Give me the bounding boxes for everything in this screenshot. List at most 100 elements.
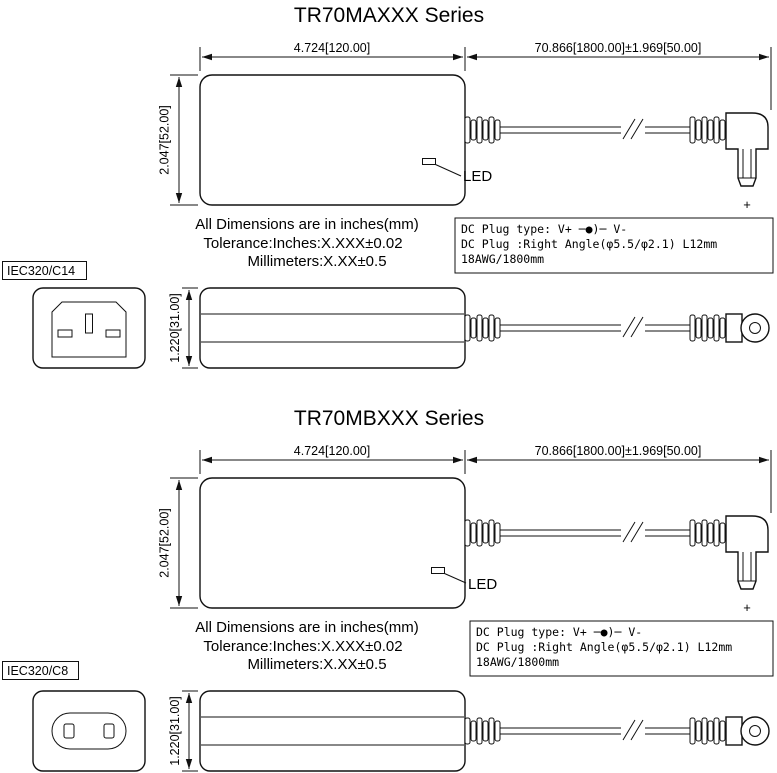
side-view-body [199, 690, 466, 772]
dim-cable-length-label: 70.866[1800.00]±1.969[50.00] [535, 41, 702, 55]
c8-face [51, 712, 127, 750]
cable-break-symbol [622, 521, 644, 543]
polarity-plus-mark: + [743, 197, 751, 212]
led-indicator [431, 567, 445, 574]
parting-lines [201, 313, 464, 343]
dim-body-width-label: 4.724[120.00] [294, 444, 370, 458]
c8-pin-hole-left [63, 723, 75, 739]
neutral-pin [105, 329, 121, 338]
adapter-body-top-view-a [199, 74, 466, 206]
extension-lines [182, 690, 198, 772]
c8-pin-hole-right [103, 723, 115, 739]
strain-relief-boot [689, 116, 726, 144]
iec-c8-inlet-drawing [32, 690, 146, 772]
strain-relief-boot [689, 519, 726, 547]
label-frame [2, 261, 87, 280]
dim-cable-length-b: 70.866[1800.00]±1.969[50.00] [467, 444, 772, 513]
cable-lines [645, 324, 690, 332]
strain-relief-boot [464, 314, 501, 342]
inlet-label-text: IEC320/C8 [7, 664, 68, 678]
dim-body-height-b: 2.047[52.00] [158, 477, 198, 609]
cable-assembly-side-b [464, 716, 770, 746]
strain-relief-boot [464, 717, 501, 745]
leader-line [444, 573, 467, 584]
cable-lines [645, 126, 690, 134]
note-line1: All Dimensions are in inches(mm) [195, 216, 418, 233]
strain-relief-boot [689, 314, 726, 342]
inlet-housing [32, 690, 146, 772]
iec-inlet-label-a: IEC320/C14 [2, 261, 87, 280]
dim-cable-length-a: 70.866[1800.00]±1.969[50.00] [467, 41, 772, 110]
cable-lines [500, 324, 621, 332]
cable-lines [500, 529, 621, 537]
extension-lines [182, 287, 198, 369]
extension-lines [199, 450, 466, 474]
cable-break-symbol [622, 118, 644, 140]
led-indicator [422, 158, 436, 165]
note-line1: All Dimensions are in inches(mm) [195, 619, 418, 636]
cable-assembly-top-b: + [464, 515, 769, 615]
series-b-title: TR70MBXXX Series [294, 407, 484, 430]
side-view-body [199, 287, 466, 369]
spec-box-frame [469, 620, 774, 677]
spec-line3: 18AWG/1800mm [476, 655, 559, 669]
dc-plug-right-angle [725, 112, 769, 187]
dc-plug-right-angle [725, 515, 769, 590]
dim-body-height-label: 2.047[52.00] [158, 508, 172, 578]
cable-lines [645, 529, 690, 537]
cable-break-symbol [622, 719, 644, 741]
dim-side-height-b: 1.220[31.00] [168, 690, 198, 772]
iec-c14-inlet-drawing [32, 287, 146, 369]
strain-relief-boot [464, 519, 501, 547]
dim-side-height-label: 1.220[31.00] [168, 696, 182, 766]
led-callout-a: LED [422, 158, 492, 185]
cable-break-symbol [622, 316, 644, 338]
led-label: LED [468, 576, 497, 593]
led-label: LED [463, 168, 492, 185]
dc-plug-spec-box-b: DC Plug type: V+ ─●)─ V- DC Plug :Right … [469, 620, 774, 677]
dim-body-width-label: 4.724[120.00] [294, 41, 370, 55]
notes-a: All Dimensions are in inches(mm) Toleran… [195, 216, 418, 270]
cable-lines [500, 126, 621, 134]
cable-assembly-side-a [464, 313, 770, 343]
note-line3: Millimeters:X.XX±0.5 [247, 656, 386, 673]
series-a: TR70MAXXX Series 4.724[120.00] 70.866[18… [2, 4, 774, 369]
dc-plug-side-view [725, 716, 770, 746]
iec-inlet-label-b: IEC320/C8 [2, 661, 79, 680]
spec-line1: DC Plug type: V+ ─●)─ V- [461, 222, 627, 236]
cable-lines [645, 727, 690, 735]
dc-plug-spec-box-a: DC Plug type: V+ ─●)─ V- DC Plug :Right … [454, 217, 774, 274]
dim-body-height-label: 2.047[52.00] [158, 105, 172, 175]
inlet-label-text: IEC320/C14 [7, 264, 75, 278]
series-b: TR70MBXXX Series 4.724[120.00] 70.866[18… [2, 407, 774, 772]
dim-side-height-a: 1.220[31.00] [168, 287, 198, 369]
spec-line2: DC Plug :Right Angle(φ5.5/φ2.1) L12mm [461, 237, 717, 251]
series-a-title: TR70MAXXX Series [294, 4, 484, 27]
note-line3: Millimeters:X.XX±0.5 [247, 253, 386, 270]
adapter-side-view-b: 1.220[31.00] [168, 690, 770, 772]
note-line2: Tolerance:Inches:X.XXX±0.02 [203, 638, 402, 655]
dim-side-height-label: 1.220[31.00] [168, 293, 182, 363]
dim-cable-length-label: 70.866[1800.00]±1.969[50.00] [535, 444, 702, 458]
cable-assembly-top-a: + [464, 112, 769, 212]
notes-b: All Dimensions are in inches(mm) Toleran… [195, 619, 418, 673]
dim-body-width-a: 4.724[120.00] [199, 41, 466, 71]
label-frame [2, 661, 79, 680]
c14-face [51, 301, 127, 358]
dim-body-height-a: 2.047[52.00] [158, 74, 198, 206]
cable-lines [500, 727, 621, 735]
adapter-body-top-view-b [199, 477, 466, 609]
extension-lines [170, 74, 198, 206]
parting-lines [201, 716, 464, 746]
note-line2: Tolerance:Inches:X.XXX±0.02 [203, 235, 402, 252]
spec-box-frame [454, 217, 774, 274]
dim-body-width-b: 4.724[120.00] [199, 444, 466, 474]
strain-relief-boot [464, 116, 501, 144]
extension-lines [170, 477, 198, 609]
spec-line3: 18AWG/1800mm [461, 252, 544, 266]
earth-pin [85, 313, 93, 334]
led-callout-b: LED [431, 567, 497, 593]
leader-line [435, 164, 462, 177]
